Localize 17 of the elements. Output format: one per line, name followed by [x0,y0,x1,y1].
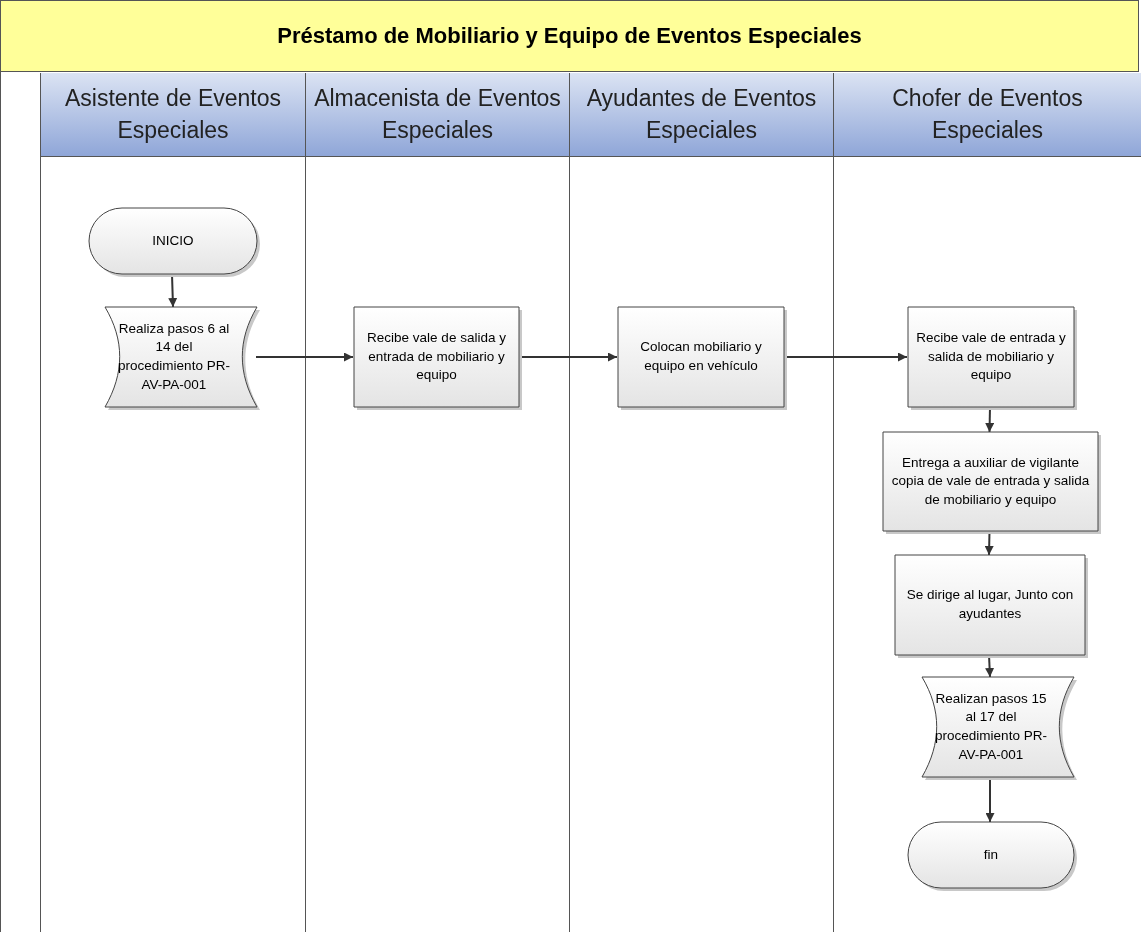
lane-header: Almacenista de Eventos Especiales [306,73,569,157]
lane-header: Asistente de Eventos Especiales [41,73,305,157]
process-box: Recibe vale de entrada y salida de mobiliario y equipo [908,307,1074,407]
arrow [255,352,354,362]
process-box: Se dirige al lugar, Junto con ayudantes [895,555,1085,655]
terminator-shape: fin [908,822,1074,888]
process-box: Colocan mobiliario y equipo en vehículo [618,307,784,407]
swimlane [569,73,833,932]
lane-header: Chofer de Eventos Especiales [834,73,1141,157]
swimlane [305,73,569,932]
process-box: Entrega a auxiliar de vigilante copia de vale de entrada y salida de mobiliario y equipo [883,432,1098,531]
swimlane [833,73,1141,932]
swimlane [40,73,305,932]
lane-header: Ayudantes de Eventos Especiales [570,73,833,157]
title-bar: Préstamo de Mobiliario y Equipo de Eventos Especiales [0,0,1139,72]
terminator-shape: INICIO [89,208,257,274]
process-box: Recibe vale de salida y entrada de mobiliario y equipo [354,307,519,407]
